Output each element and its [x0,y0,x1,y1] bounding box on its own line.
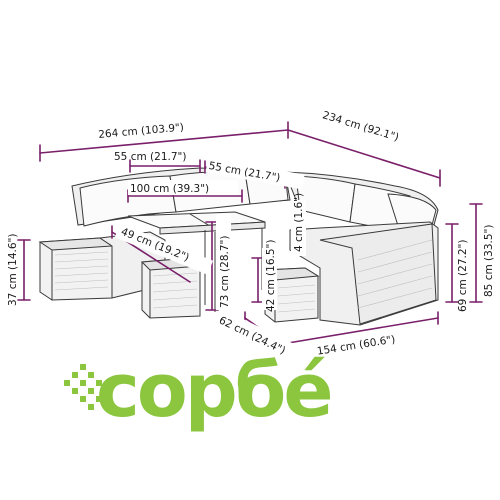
label-seat-height: 42 cm (16.5") [265,240,277,312]
wicker-texture [54,239,433,313]
brand-logo-text: copбé [96,348,331,434]
label-back-height: 85 cm (33.5") [483,225,495,297]
label-cushion-thickness: 4 cm (1.6") [293,193,305,252]
label-table-length: 100 cm (39.3") [130,183,209,195]
label-arm-height: 69 cm (27.2") [457,240,469,312]
label-overall-depth: 234 cm (92.1") [321,109,400,144]
label-table-height: 73 cm (28.7") [219,236,231,308]
dotted-arrow-icon [64,364,110,410]
sofa-set-drawing [38,167,439,326]
label-stool-height: 37 cm (14.6") [7,234,19,306]
brand-logo: copбé [64,348,334,434]
label-corner-seat-width-top: 55 cm (21.7") [114,151,186,163]
